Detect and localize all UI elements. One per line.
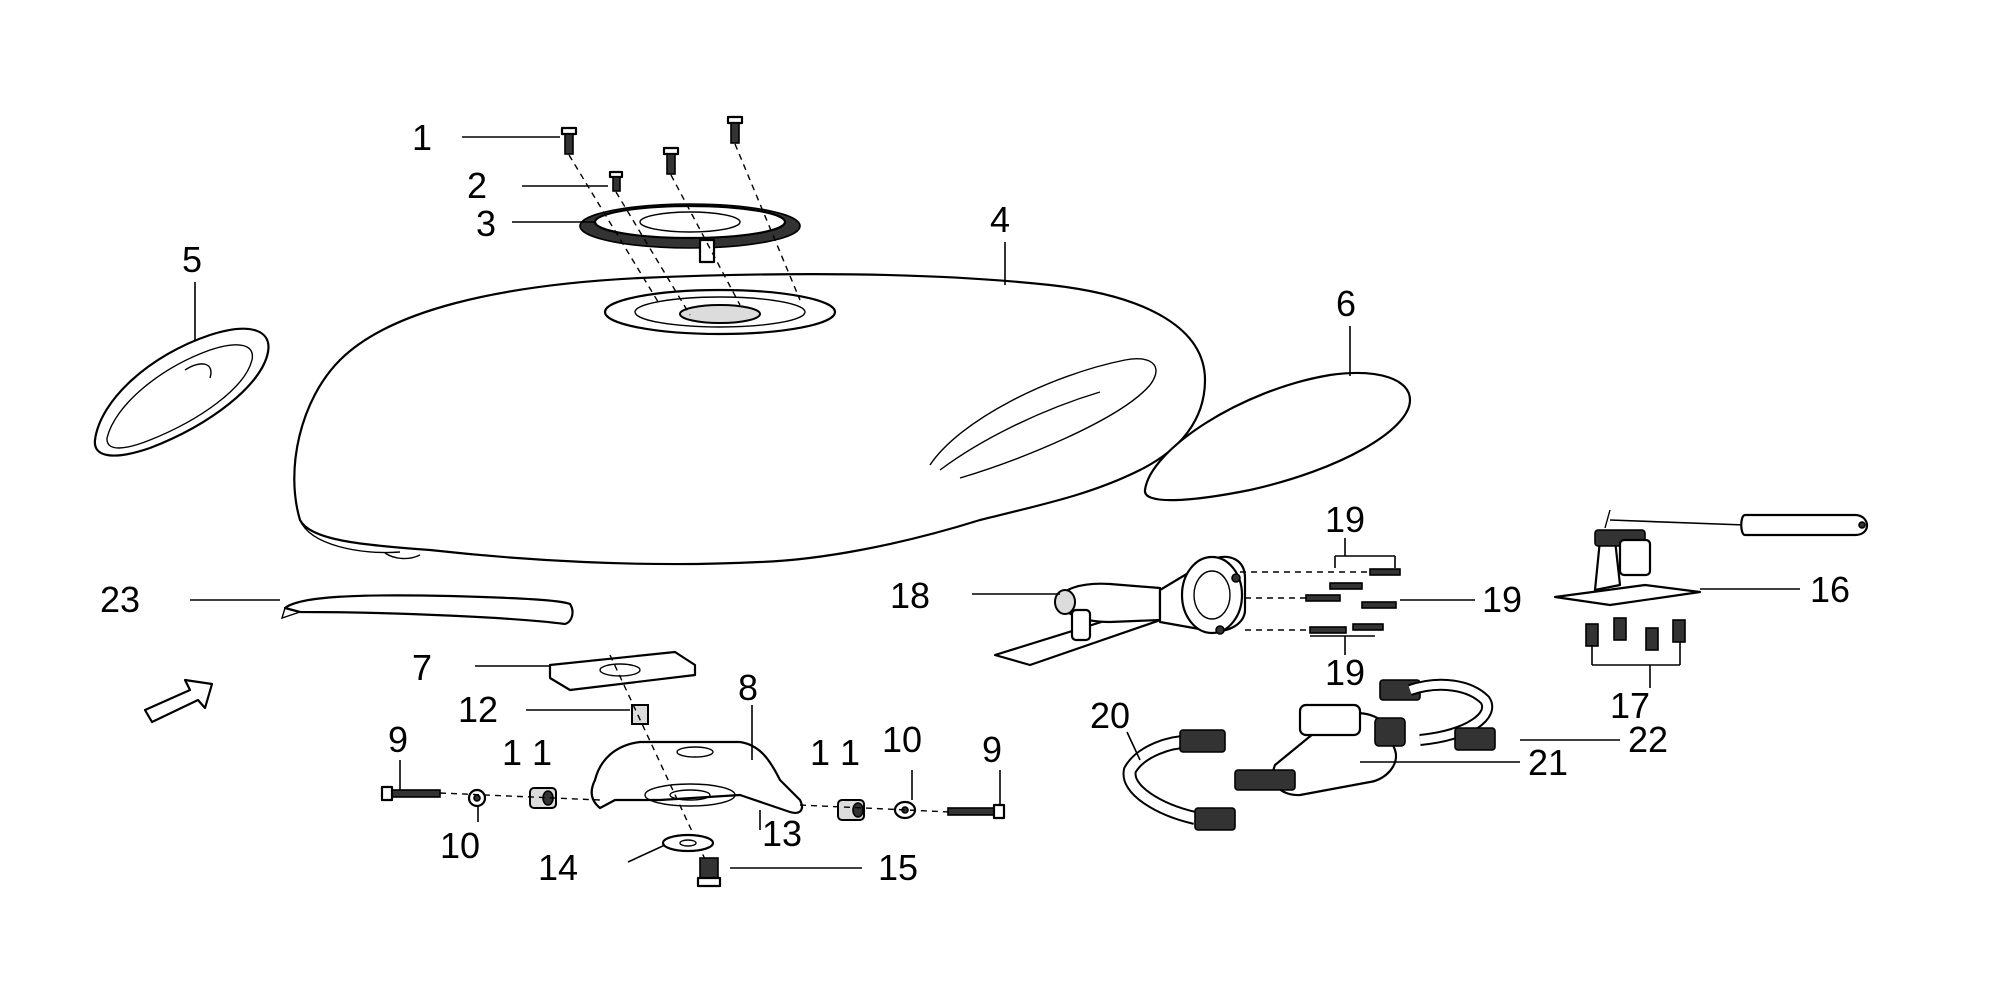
bushing-left xyxy=(467,788,487,808)
callout-19-top: 19 xyxy=(1325,499,1365,540)
callout-18: 18 xyxy=(890,575,930,616)
callout-19-mid: 19 xyxy=(1482,579,1522,620)
callout-10-right: 10 xyxy=(882,719,922,760)
callout-14: 14 xyxy=(538,847,578,888)
fuel-pump xyxy=(993,555,1247,667)
callout-11-right: 1 1 xyxy=(810,732,860,773)
fuel-level-sender xyxy=(1553,509,1869,607)
callout-labels: 1 2 3 4 5 6 7 8 9 9 10 10 1 1 1 1 12 13 … xyxy=(100,117,1850,888)
grommet-right xyxy=(837,799,865,821)
bolt-left xyxy=(380,785,441,802)
callout-9-right: 9 xyxy=(982,729,1002,770)
callout-23: 23 xyxy=(100,579,140,620)
callout-1: 1 xyxy=(412,117,432,158)
callout-20: 20 xyxy=(1090,695,1130,736)
callout-4: 4 xyxy=(990,199,1010,240)
trim-strip xyxy=(280,594,574,626)
fuel-line-connector xyxy=(1454,727,1496,751)
bushing-right xyxy=(893,800,917,820)
fuel-filter xyxy=(1234,678,1494,797)
callout-17: 17 xyxy=(1610,685,1650,726)
callout-6: 6 xyxy=(1336,283,1356,324)
callout-22: 22 xyxy=(1628,719,1668,760)
fuel-tank xyxy=(293,273,1207,566)
cap-screws xyxy=(560,115,801,316)
filler-cap xyxy=(579,203,801,264)
leader-lines xyxy=(190,136,1800,869)
callout-10-left: 10 xyxy=(440,825,480,866)
callout-12: 12 xyxy=(458,689,498,730)
rubber-pad xyxy=(548,650,697,692)
bottom-bolt xyxy=(696,857,722,888)
front-direction-arrow-icon xyxy=(143,678,214,724)
tank-emblem-left xyxy=(93,327,270,457)
tank-emblem-right xyxy=(1143,371,1412,502)
washer xyxy=(661,833,715,853)
callout-15: 15 xyxy=(878,847,918,888)
callout-13: 13 xyxy=(762,813,802,854)
callout-7: 7 xyxy=(412,647,432,688)
fuel-hose xyxy=(1122,729,1236,831)
tank-bracket xyxy=(590,740,804,814)
pump-screws xyxy=(1240,568,1401,634)
callout-8: 8 xyxy=(738,667,758,708)
callout-3: 3 xyxy=(476,203,496,244)
callout-9-left: 9 xyxy=(388,719,408,760)
bolt-right xyxy=(947,803,1006,820)
sender-screws xyxy=(1585,617,1686,651)
callout-11-left: 1 1 xyxy=(502,732,552,773)
callout-21: 21 xyxy=(1528,742,1568,783)
callout-2: 2 xyxy=(467,165,487,206)
callout-5: 5 xyxy=(182,239,202,280)
callout-19-bottom: 19 xyxy=(1325,652,1365,693)
callout-16: 16 xyxy=(1810,569,1850,610)
